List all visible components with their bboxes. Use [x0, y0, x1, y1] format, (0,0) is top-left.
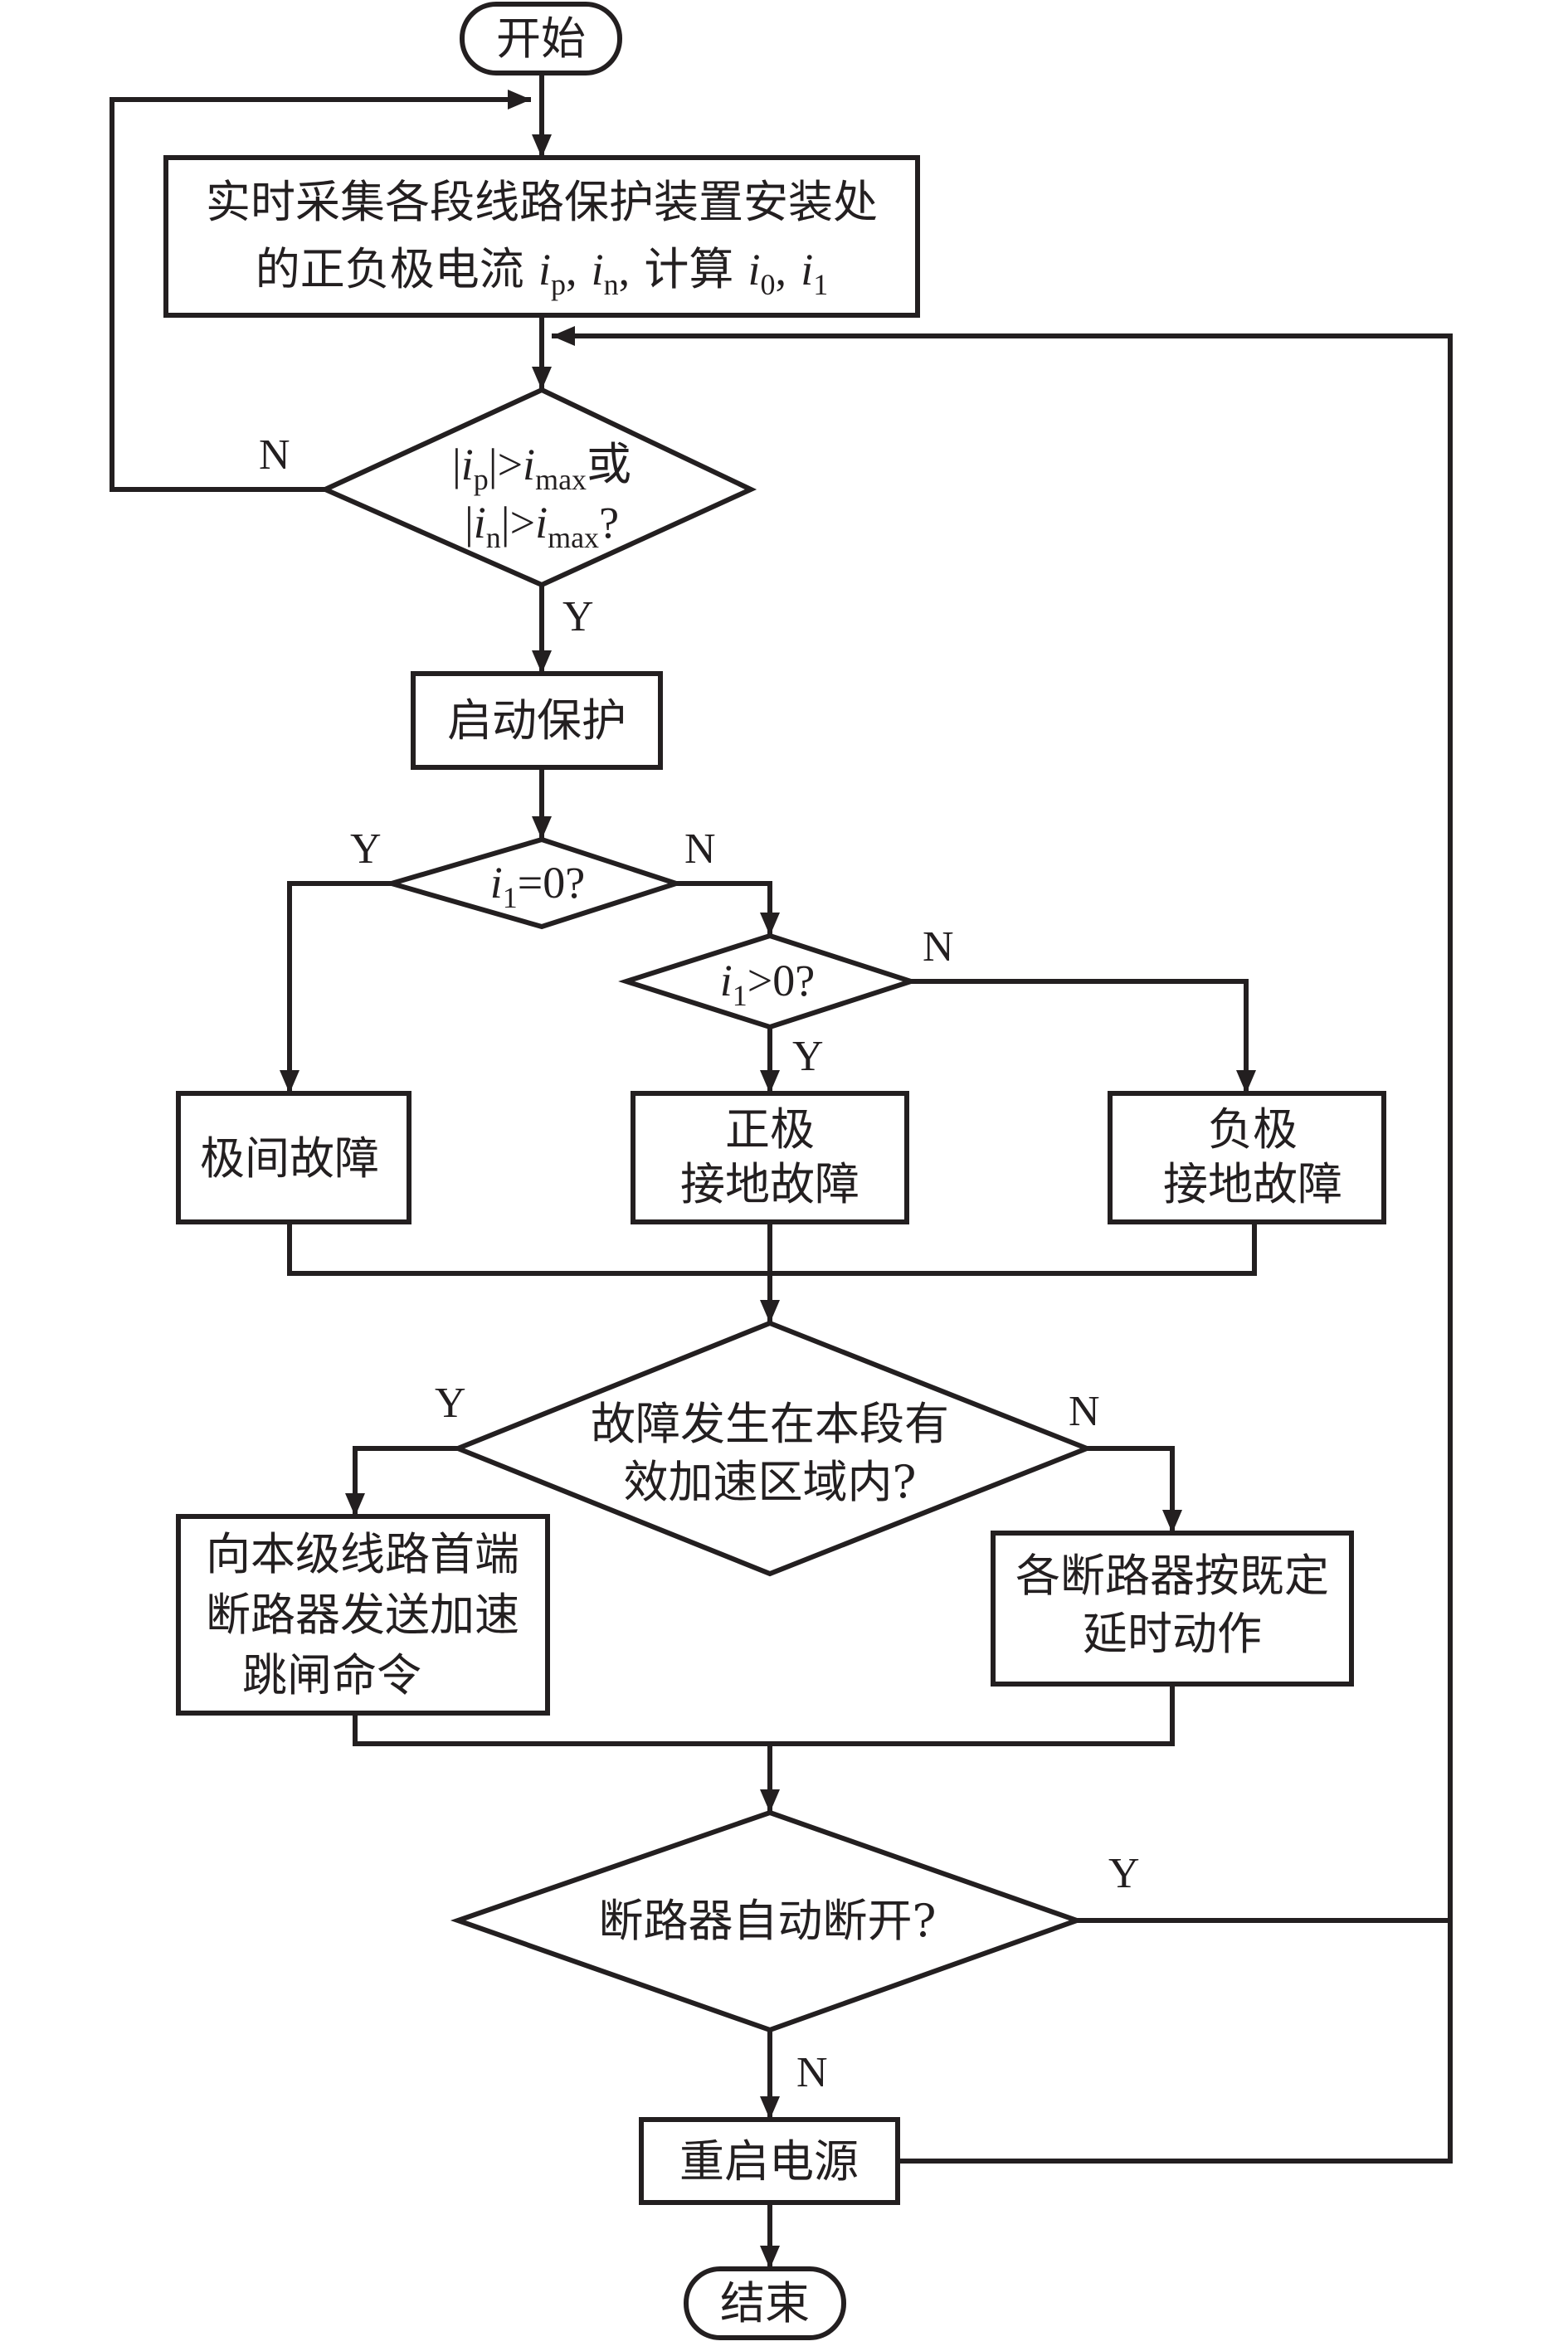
arrowhead-neg-fault [1236, 1070, 1256, 1093]
i1pos-no-label: N [923, 923, 954, 971]
zone-decision [450, 1320, 1094, 1577]
branch-yes-to-accel [353, 1446, 458, 1516]
breaker-yes-label: Y [1108, 1850, 1140, 1897]
loop-yes-breaker [552, 333, 1453, 1923]
restart-label: 重启电源 [679, 2135, 859, 2188]
breaker-decision [450, 1809, 1084, 2033]
arrowhead-i1pos [760, 913, 780, 936]
loop-restart [898, 1920, 1453, 2164]
branch-yes-to-pole-fault [287, 881, 392, 1093]
end-terminal [684, 2266, 846, 2340]
branch-no-to-i1pos [676, 881, 772, 936]
neg-fault-line1: 负极 [1208, 1103, 1298, 1156]
i1-pos-decision [618, 932, 919, 1030]
pole-fault-label: 极间故障 [200, 1132, 379, 1185]
threshold-yes-label: Y [562, 593, 594, 640]
pos-fault-line1: 正极 [725, 1103, 815, 1156]
zone-yes-label: Y [435, 1380, 466, 1427]
threshold-decision [319, 387, 757, 588]
arrowhead-pos-fault [760, 1070, 780, 1093]
accel-trip-box [176, 1514, 550, 1716]
branch-no-to-delay [1087, 1446, 1175, 1533]
arrowhead-zone [760, 1300, 780, 1323]
pos-fault-line2: 接地故障 [680, 1158, 859, 1210]
start-protect-box [411, 671, 663, 770]
arrowhead-accel [345, 1493, 365, 1516]
i1-zero-decision [382, 836, 684, 930]
arrowhead-breaker [760, 1789, 780, 1813]
loop-no-threshold [110, 97, 531, 492]
delay-trip-line1: 各断路器按既定 [1015, 1550, 1329, 1602]
i1-pos-label: i1>0? [720, 956, 815, 1012]
delay-trip-box [991, 1531, 1354, 1687]
arrowhead-pole-fault [280, 1070, 299, 1093]
connectors [110, 73, 1453, 2269]
collect-box [163, 155, 920, 318]
i1zero-no-label: N [684, 825, 716, 873]
arrowhead-delay [1162, 1510, 1182, 1533]
zone-line2: 效加速区域内? [624, 1456, 917, 1508]
branch-labels: N Y Y N N Y Y N Y N [259, 431, 1140, 2096]
zone-line1: 故障发生在本段有 [591, 1398, 949, 1450]
accel-trip-line2: 断路器发送加速 [206, 1589, 519, 1641]
collect-line1: 实时采集各段线路保护装置安装处 [206, 176, 878, 228]
pos-fault-box [631, 1091, 909, 1224]
arrowhead-loop-top [508, 90, 531, 110]
i1-zero-label: i1=0? [490, 858, 585, 914]
arrowhead-start-protect [532, 650, 552, 674]
threshold-no-label: N [259, 431, 290, 479]
branch-no-to-neg-fault [911, 979, 1249, 1093]
threshold-line2: |in|>imax? [465, 498, 619, 554]
i1pos-yes-label: Y [792, 1033, 824, 1080]
neg-fault-box [1108, 1091, 1386, 1224]
arrowheads [280, 90, 1256, 2269]
arrowhead-restart [760, 2096, 780, 2120]
arrowhead-end [760, 2246, 780, 2269]
delay-trip-line2: 延时动作 [1083, 1608, 1262, 1660]
accel-trip-line3: 跳闸命令 [242, 1649, 421, 1701]
start-protect-label: 启动保护 [447, 694, 626, 747]
end-label: 结束 [720, 2277, 810, 2329]
arrowhead-collect [532, 134, 552, 158]
accel-trip-line1: 向本级线路首端 [206, 1528, 519, 1580]
collect-line2: 的正负极电流 ip, in, 计算 i0, i1 [256, 243, 828, 301]
restart-box [639, 2117, 900, 2205]
arrowhead-i1zero [532, 816, 552, 840]
i1zero-yes-label: Y [350, 825, 382, 873]
pole-fault-box [176, 1091, 411, 1224]
breaker-label: 断路器自动断开? [599, 1895, 937, 1947]
start-label: 开始 [496, 12, 586, 65]
arrowhead-loop-right [552, 326, 575, 346]
arrowhead-threshold [532, 367, 552, 390]
start-terminal [460, 2, 622, 75]
zone-no-label: N [1069, 1388, 1100, 1435]
breaker-no-label: N [796, 2049, 828, 2096]
neg-fault-line2: 接地故障 [1163, 1158, 1342, 1210]
threshold-line1: |ip|>imax或 [452, 438, 631, 496]
